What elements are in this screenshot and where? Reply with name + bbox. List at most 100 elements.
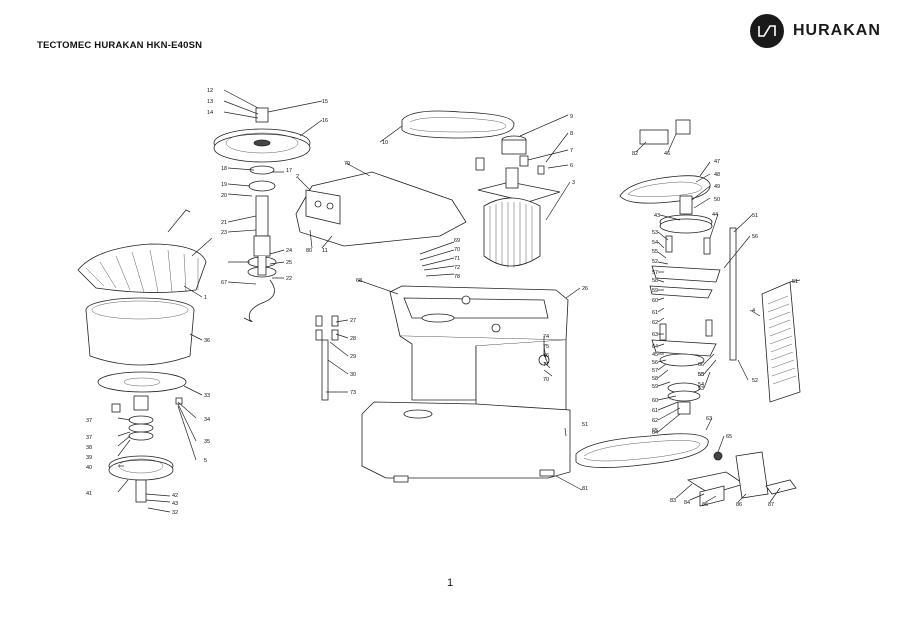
callout-label: 55 bbox=[652, 249, 658, 255]
callout-label: 61 bbox=[652, 310, 658, 316]
callout-label: 33 bbox=[204, 393, 210, 399]
electronics-assembly bbox=[686, 451, 797, 507]
callout-label: 83 bbox=[670, 498, 676, 504]
machine-body bbox=[361, 285, 571, 483]
callout-label: 59 bbox=[652, 384, 658, 390]
callout-label: 3 bbox=[572, 180, 575, 186]
callout-labels: 12 13 14 15 16 18 17 19 20 21 23 24 25 2… bbox=[86, 88, 798, 516]
callout-label: 18 bbox=[221, 166, 227, 172]
bowl-guard bbox=[77, 209, 213, 293]
motor-assembly bbox=[475, 135, 561, 268]
callout-label: 52 bbox=[652, 259, 658, 265]
callout-label: 23 bbox=[221, 230, 227, 236]
callout-label: 75 bbox=[543, 344, 549, 350]
callout-label: 1 bbox=[204, 295, 207, 301]
callout-label: 36 bbox=[204, 338, 210, 344]
callout-label: 34 bbox=[204, 417, 210, 423]
callout-label: 41 bbox=[86, 491, 92, 497]
callout-label: 45 bbox=[652, 352, 658, 358]
callout-label: 25 bbox=[286, 260, 292, 266]
callout-label: 80 bbox=[306, 248, 312, 254]
callout-label: 52 bbox=[752, 378, 758, 384]
callout-label: 60 bbox=[652, 398, 658, 404]
callout-label: 24 bbox=[286, 248, 292, 254]
callout-label: 35 bbox=[204, 439, 210, 445]
callout-label: 43 bbox=[654, 213, 660, 219]
callout-label: 6 bbox=[570, 163, 573, 169]
bowl bbox=[85, 297, 195, 393]
callout-label: 63 bbox=[652, 332, 658, 338]
callout-label: 16 bbox=[322, 118, 328, 124]
callout-label: 61 bbox=[652, 408, 658, 414]
callout-label: 86 bbox=[736, 502, 742, 508]
callout-label: 65 bbox=[726, 434, 732, 440]
callout-label: 68 bbox=[356, 278, 362, 284]
callout-label: 59 bbox=[652, 288, 658, 294]
callout-label: 38 bbox=[86, 445, 92, 451]
callout-label: 85 bbox=[702, 502, 708, 508]
callout-label: 39 bbox=[86, 455, 92, 461]
callout-label: 15 bbox=[322, 99, 328, 105]
control-panel-housing bbox=[295, 171, 467, 247]
gearbox-assembly bbox=[619, 119, 737, 415]
callout-label: 28 bbox=[350, 336, 356, 342]
callout-label: 53 bbox=[652, 230, 658, 236]
callout-label: 63 bbox=[706, 416, 712, 422]
callout-label: 29 bbox=[350, 354, 356, 360]
callout-label: 56 bbox=[652, 360, 658, 366]
callout-label: 48 bbox=[714, 172, 720, 178]
hurakan-logo-icon bbox=[750, 14, 784, 48]
callout-label: 11 bbox=[322, 248, 328, 254]
callout-label: 51 bbox=[582, 422, 588, 428]
callout-label: 44 bbox=[712, 212, 718, 218]
callout-label: 30 bbox=[350, 372, 356, 378]
callout-label: 74 bbox=[543, 334, 549, 340]
callout-label: 21 bbox=[221, 220, 227, 226]
pulley-assembly bbox=[213, 107, 311, 322]
callout-label: 26 bbox=[582, 286, 588, 292]
callout-label: 79 bbox=[344, 161, 350, 167]
callout-label: 54 bbox=[698, 382, 704, 388]
brand-name: HURAKAN bbox=[793, 22, 881, 39]
callout-label: 60 bbox=[652, 298, 658, 304]
page-number: 1 bbox=[446, 577, 454, 589]
callout-label: 77 bbox=[543, 362, 549, 368]
callout-label: 76 bbox=[543, 353, 549, 359]
callout-label: 82 bbox=[632, 151, 638, 157]
callout-label: 37 bbox=[86, 418, 92, 424]
callout-label: 12 bbox=[207, 88, 213, 94]
callout-label: 84 bbox=[684, 500, 690, 506]
callout-label: 14 bbox=[207, 110, 213, 116]
callout-label: 65 bbox=[652, 428, 658, 434]
callout-label: 42 bbox=[172, 493, 178, 499]
callout-label: 62 bbox=[652, 320, 658, 326]
callout-label: 50 bbox=[714, 197, 720, 203]
drive-belt-lower bbox=[575, 433, 709, 468]
callout-label: 43 bbox=[172, 501, 178, 507]
callout-label: 58 bbox=[652, 376, 658, 382]
callout-label: 56 bbox=[752, 234, 758, 240]
callout-label: 53 bbox=[698, 386, 704, 392]
callout-label: 70 bbox=[454, 247, 460, 253]
bowl-drive bbox=[108, 395, 183, 503]
guard-rod-assembly bbox=[315, 315, 339, 401]
leader-lines bbox=[117, 89, 801, 513]
callout-label: 4 bbox=[752, 308, 755, 314]
callout-label: 57 bbox=[652, 368, 658, 374]
callout-label: 8 bbox=[570, 131, 573, 137]
callout-label: 27 bbox=[350, 318, 356, 324]
callout-label: 51 bbox=[752, 213, 758, 219]
callout-label: 5 bbox=[204, 458, 207, 464]
callout-label: 51 bbox=[792, 279, 798, 285]
callout-label: 78 bbox=[454, 274, 460, 280]
callout-label: 13 bbox=[207, 99, 213, 105]
brand-logo: HURAKAN bbox=[750, 14, 881, 48]
callout-label: 62 bbox=[652, 418, 658, 424]
callout-label: 55 bbox=[698, 372, 704, 378]
callout-label: 19 bbox=[221, 182, 227, 188]
callout-label: 32 bbox=[172, 510, 178, 516]
callout-label: 9 bbox=[570, 114, 573, 120]
callout-label: 58 bbox=[652, 278, 658, 284]
callout-label: 66 bbox=[698, 362, 704, 368]
